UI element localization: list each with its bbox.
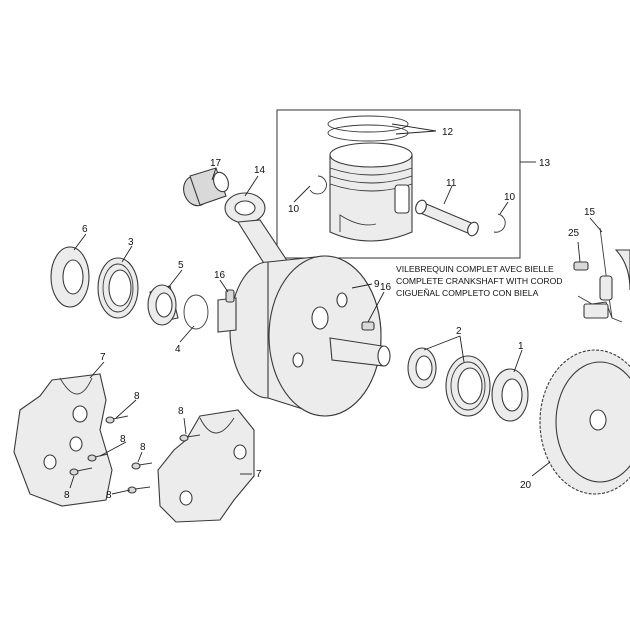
callout-17: 17 bbox=[210, 158, 222, 169]
callout-13: 13 bbox=[539, 158, 551, 169]
callout-16-left: 16 bbox=[214, 270, 226, 281]
callout-20: 20 bbox=[520, 480, 532, 491]
oil-seal-right bbox=[491, 368, 529, 422]
dowel-screws bbox=[69, 415, 201, 494]
callout-16-right: 16 bbox=[380, 282, 392, 293]
callout-1: 1 bbox=[518, 341, 524, 352]
piston-rings bbox=[327, 115, 409, 142]
callout-12: 12 bbox=[442, 127, 454, 138]
leader-lines bbox=[69, 123, 603, 495]
callout-8-a: 8 bbox=[134, 391, 140, 402]
callout-3: 3 bbox=[128, 237, 134, 248]
o-ring-left bbox=[183, 294, 209, 330]
callout-8-b: 8 bbox=[178, 406, 184, 417]
callout-labels: 12 13 10 11 10 17 14 6 3 5 16 4 9 16 2 1… bbox=[64, 127, 596, 501]
main-bearing-right bbox=[445, 355, 491, 417]
spacer-right bbox=[407, 347, 437, 389]
piston bbox=[329, 142, 413, 242]
oil-seal-left bbox=[50, 246, 90, 308]
woodruff-keys bbox=[225, 289, 375, 331]
spacer-left bbox=[147, 284, 179, 326]
main-bearing-left bbox=[97, 257, 139, 319]
callout-4: 4 bbox=[175, 344, 181, 355]
callout-6: 6 bbox=[82, 224, 88, 235]
callout-11: 11 bbox=[446, 178, 457, 189]
callout-10-right: 10 bbox=[504, 192, 516, 203]
callout-8-d: 8 bbox=[140, 442, 146, 453]
piston-kit-box bbox=[276, 109, 521, 259]
callout-7-left: 7 bbox=[100, 352, 106, 363]
piston-pin bbox=[415, 199, 479, 237]
crankcase-half-left bbox=[13, 373, 113, 507]
callout-8-c: 8 bbox=[120, 434, 126, 445]
callout-9: 9 bbox=[374, 279, 380, 290]
callout-8-f: 8 bbox=[106, 490, 112, 501]
small-end-needle-bearing bbox=[183, 167, 229, 207]
callout-10-left: 10 bbox=[288, 204, 300, 215]
description-line-fr: VILEBREQUIN COMPLET AVEC BIELLE bbox=[396, 264, 554, 274]
callout-25: 25 bbox=[568, 228, 580, 239]
callout-7-right: 7 bbox=[256, 469, 262, 480]
circlips bbox=[309, 175, 506, 233]
sensor-assembly bbox=[573, 227, 630, 323]
crankcase-half-right bbox=[157, 409, 255, 523]
callout-14: 14 bbox=[254, 165, 266, 176]
callout-15: 15 bbox=[584, 207, 596, 218]
crankshaft bbox=[217, 255, 391, 417]
description-line-es: CIGUEÑAL COMPLETO CON BIELA bbox=[396, 288, 539, 298]
callout-2: 2 bbox=[456, 326, 462, 337]
callout-5: 5 bbox=[178, 260, 184, 271]
flywheel-gear bbox=[539, 349, 630, 495]
description-line-en: COMPLETE CRANKSHAFT WITH COROD bbox=[396, 276, 562, 286]
callout-8-e: 8 bbox=[64, 490, 70, 501]
crankshaft-description: VILEBREQUIN COMPLET AVEC BIELLE COMPLETE… bbox=[396, 264, 562, 298]
